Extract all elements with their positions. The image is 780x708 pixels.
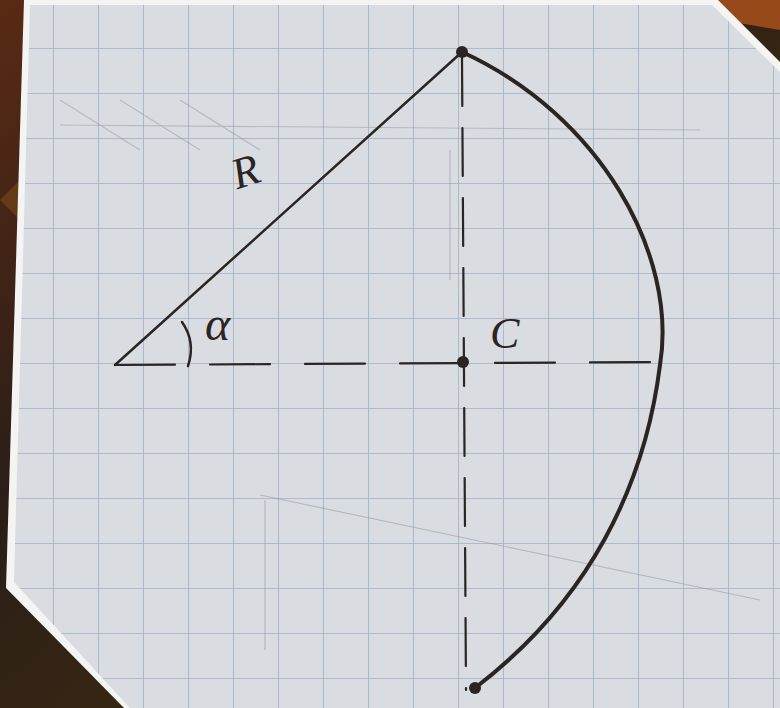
- center-label: C: [490, 312, 519, 356]
- angle-label: α: [205, 300, 230, 348]
